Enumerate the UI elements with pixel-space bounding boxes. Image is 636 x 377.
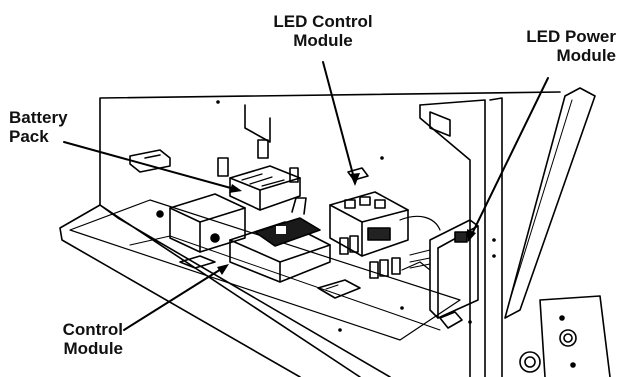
arrow-control [217,264,229,275]
callout-led-power-line2: Module [556,46,617,65]
leader-led-power [469,77,549,239]
door-hinge-panel [504,87,611,377]
arrow-battery [229,184,242,193]
leader-led-control [322,61,356,183]
callout-battery-line2: Pack [9,127,49,146]
callout-led-control-line1: LED Control [273,12,373,31]
callout-control-line1: Control [62,320,123,339]
callout-led-power-module: LED Power Module [496,27,616,65]
arrow-led-control [350,173,360,186]
callout-control-line2: Module [63,339,124,358]
callout-led-control-line2: Module [293,31,353,50]
callout-battery-line1: Battery [9,108,68,127]
callout-battery-pack: Battery Pack [9,108,99,146]
control-module-unit [156,193,401,299]
leader-control [123,265,227,331]
battery-pack-unit [129,139,301,211]
cabinet-housing [59,91,561,377]
led-control-module-unit [329,167,441,257]
callout-led-power-line1: LED Power [526,27,616,46]
led-power-module-unit [409,219,479,319]
callout-leaders [63,61,549,331]
mounting-holes [216,100,496,332]
cable-clip [401,261,463,329]
callout-led-control-module: LED Control Module [243,12,403,50]
leader-battery [63,141,239,191]
callout-control-module: Control Module [20,320,123,358]
arrow-led-power [467,229,476,242]
